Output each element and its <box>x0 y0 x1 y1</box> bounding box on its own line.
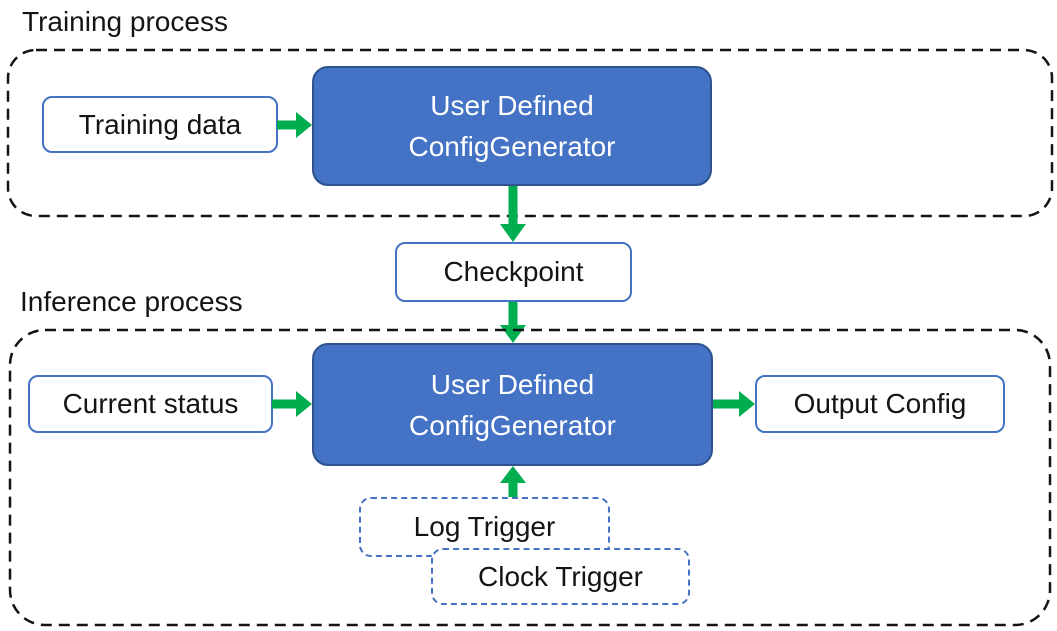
arrow-up-icon <box>500 466 526 499</box>
config-generator-label-line1: User Defined <box>430 368 595 400</box>
training-process-container <box>6 48 1054 223</box>
config-generator-label-line2: ConfigGenerator <box>408 131 616 162</box>
config-generator-label-line1: User Defined <box>430 90 594 121</box>
config-generator-inference-node: User Defined ConfigGenerator <box>312 343 713 466</box>
output-config-node: Output Config <box>755 375 1005 433</box>
inference-process-container <box>8 328 1052 631</box>
arrow-right-icon <box>277 112 312 138</box>
arrow-right-icon <box>272 391 312 417</box>
training-data-node: Training data <box>42 96 278 153</box>
config-generator-label-line2: ConfigGenerator <box>408 409 616 441</box>
training-process-title: Training process <box>22 6 228 37</box>
arrow-down-icon <box>500 302 526 343</box>
current-status-label: Current status <box>62 388 239 419</box>
log-trigger-node: Log Trigger <box>359 497 610 557</box>
config-generator-training-node: User Defined ConfigGenerator <box>312 66 712 186</box>
arrow-down-icon <box>500 186 526 242</box>
log-trigger-label: Log Trigger <box>413 511 556 542</box>
output-config-label: Output Config <box>793 388 967 419</box>
training-data-label: Training data <box>78 108 242 140</box>
arrow-right-icon <box>713 391 755 417</box>
clock-trigger-node: Clock Trigger <box>431 548 690 605</box>
checkpoint-node: Checkpoint <box>395 242 632 302</box>
inference-process-title: Inference process <box>20 286 243 317</box>
current-status-node: Current status <box>28 375 273 433</box>
clock-trigger-label: Clock Trigger <box>478 560 643 592</box>
checkpoint-label: Checkpoint <box>443 256 584 287</box>
